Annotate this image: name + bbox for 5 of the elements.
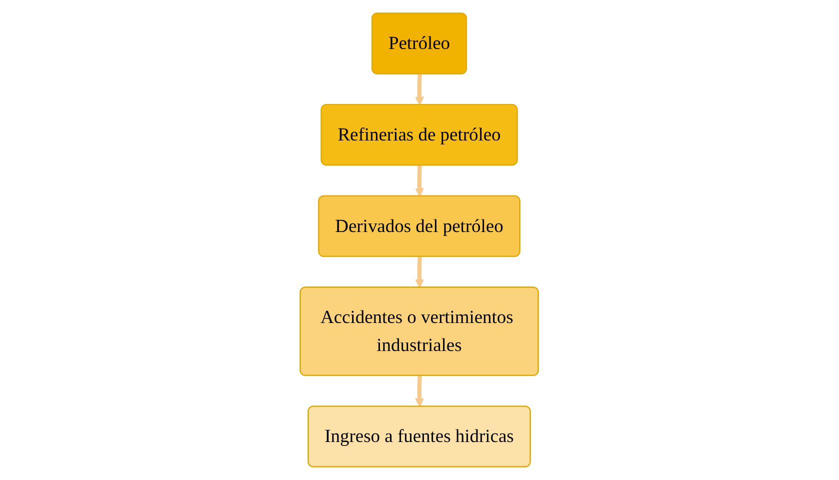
arrow (415, 376, 424, 408)
flowchart: Petróleo Refinerias de petróleo Derivados del petróleo Accidentes o vertimientos industriales Ingreso a fuentes hidricas (292, 5, 547, 475)
arrow (415, 256, 424, 288)
arrow (415, 74, 424, 106)
arrow (415, 166, 424, 197)
